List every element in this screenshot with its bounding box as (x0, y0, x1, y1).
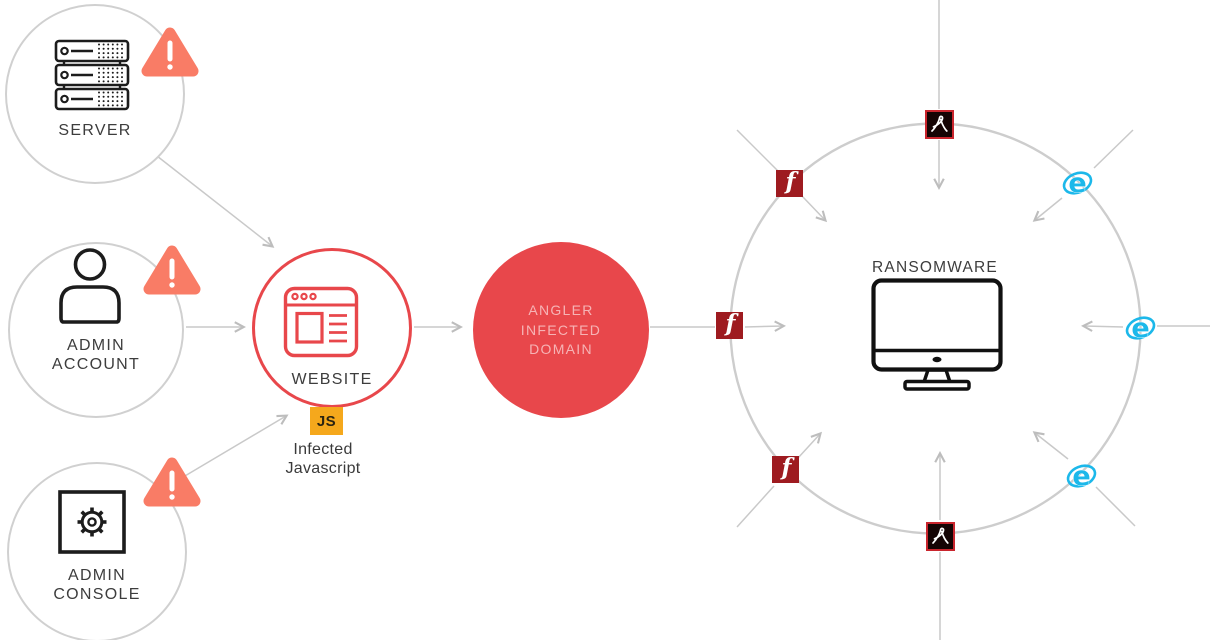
admin-account-label: ADMIN ACCOUNT (51, 337, 141, 373)
user-icon (59, 248, 121, 324)
angler-infected-domain-label: ANGLER INFECTED DOMAIN (520, 302, 602, 357)
server-node (5, 4, 185, 184)
radial-arrow-topleft (801, 195, 828, 223)
flash-icon: f (772, 456, 799, 483)
server-rack-icon (54, 39, 130, 111)
radial-arrow-right (1081, 320, 1124, 332)
svg-text:e: e (1068, 168, 1086, 199)
svg-text:e: e (1131, 313, 1149, 344)
radial-line-bottomright-outer (1095, 486, 1136, 527)
infected-javascript-caption: Infected Javascript (285, 441, 361, 477)
connector-server-to-website (156, 155, 275, 248)
server-label: SERVER (58, 122, 132, 139)
radial-arrow-bottomleft (797, 431, 823, 459)
ie-browser-icon: e (1061, 166, 1094, 199)
radial-arrow-left (744, 320, 786, 332)
radial-arrow-topright (1032, 197, 1063, 222)
svg-text:e: e (1072, 461, 1090, 492)
acrobat-pdf-icon (925, 110, 954, 139)
angler-infected-domain-node (473, 242, 649, 418)
admin-console-label: ADMIN CONSOLE (53, 567, 141, 603)
website-label: WEBSITE (291, 371, 373, 388)
radial-arrow-bottomright (1032, 431, 1069, 460)
acrobat-pdf-icon (926, 522, 955, 551)
radial-line-topleft-outer (736, 129, 779, 172)
flash-icon: f (716, 312, 743, 339)
warning-triangle-icon (143, 457, 201, 507)
javascript-badge-icon: JS (310, 407, 343, 435)
ie-browser-icon: e (1124, 311, 1157, 344)
desktop-monitor-icon (871, 278, 1003, 391)
gear-console-icon (58, 490, 126, 554)
ie-browser-icon: e (1065, 459, 1098, 492)
browser-window-icon (283, 286, 359, 358)
warning-triangle-icon (141, 27, 199, 77)
warning-triangle-icon (143, 245, 201, 295)
ransomware-label: RANSOMWARE (872, 259, 998, 276)
website-node (252, 248, 412, 408)
radial-line-topright-outer (1093, 129, 1134, 169)
radial-line-bottomleft-outer (736, 485, 775, 528)
flash-icon: f (776, 170, 803, 197)
